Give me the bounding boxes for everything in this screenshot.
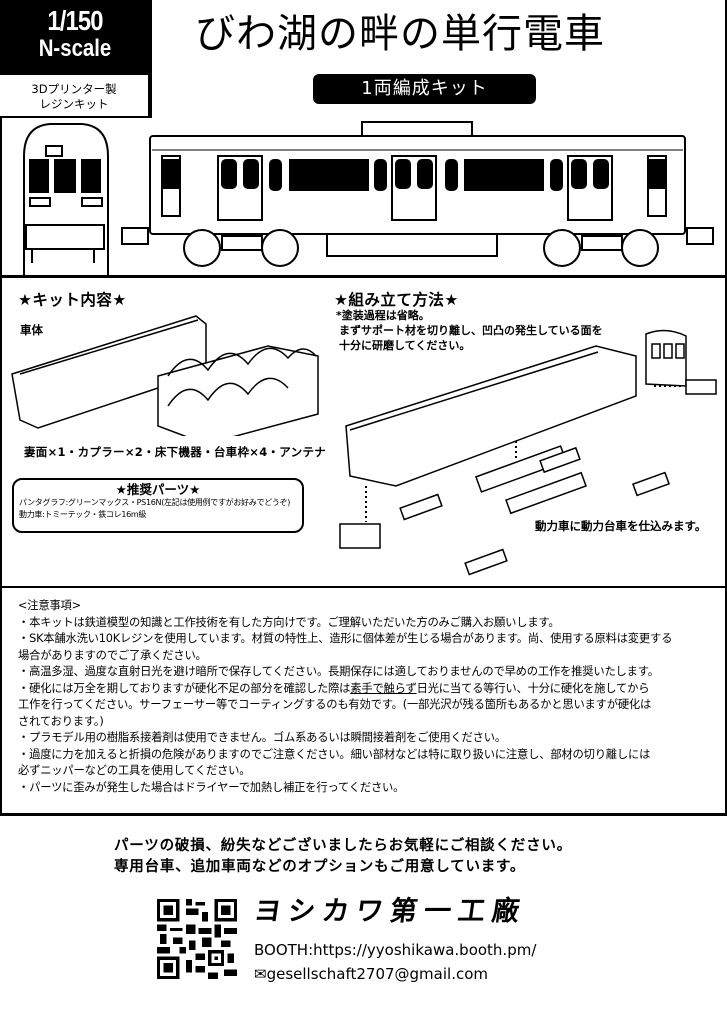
notice-line-part: ・硬化には万全を期しておりますが硬化不足の部分を確認した際は xyxy=(18,681,351,695)
scale-ratio: 1/150 xyxy=(47,5,103,36)
motor-bogie-note: 動力車に動力台車を仕込みます。 xyxy=(535,519,707,533)
kit-parts-illustration xyxy=(11,315,319,436)
assembly-heading: ★組み立て方法★ xyxy=(334,291,459,309)
contents-assembly-section xyxy=(0,278,727,588)
kit-type-label: 3Dプリンター製 レジンキット xyxy=(0,75,150,118)
contact-message: パーツの破損、紛失などございましたらお気軽にご相談ください。 専用台車、追加車両… xyxy=(114,836,572,878)
notice-line: ・パーツに歪みが発生した場合はドライヤーで加熱し補正を行ってください。 xyxy=(18,780,405,794)
contact-line: 専用台車、追加車両などのオプションもご用意しています。 xyxy=(114,859,526,875)
assembly-instructions: *塗装過程は省略。 まずサポート材を切り離し、凹凸の発生している面を 十分に研磨… xyxy=(336,308,603,353)
painting-note: *塗装過程は省略。 xyxy=(336,309,430,322)
train-front-view xyxy=(23,123,109,299)
header-border xyxy=(150,0,727,118)
envelope-icon: ✉ xyxy=(254,965,267,983)
kit-type-line2: レジンキット xyxy=(39,97,109,111)
footer-contact: パーツの破損、紛失などございましたらお気軽にご相談ください。 専用台車、追加車両… xyxy=(0,816,727,1024)
booth-link[interactable]: BOOTH:https://yyoshikawa.booth.pm/ xyxy=(254,941,537,959)
notice-line: 場合がありますのでご了承ください。 xyxy=(18,648,207,662)
notice-line: 工作を行ってください。サーフェーサー等でコーティングするのも有効です。(一部光沢… xyxy=(18,698,652,711)
train-side-view-illustration xyxy=(23,121,714,299)
notice-line-part: 日光に当てる等行い、十分に硬化を施してから xyxy=(416,681,650,695)
instruction-line: 十分に研磨してください。 xyxy=(339,339,471,352)
email-link[interactable]: ✉gesellschaft2707@gmail.com xyxy=(254,964,488,984)
instruction-line: まずサポート材を切り離し、凹凸の発生している面を xyxy=(339,324,603,337)
kit-type-line1: 3Dプリンター製 xyxy=(31,82,117,96)
notice-line: されております。) xyxy=(18,714,104,728)
notice-line: ・高温多湿、過度な直射日光を避け暗所で保存してください。長期保存には適しておりま… xyxy=(18,665,659,678)
contact-line: パーツの破損、紛失などございましたらお気軽にご相談ください。 xyxy=(114,838,572,854)
notice-line: ・硬化には万全を期しておりますが硬化不足の部分を確認した際は素手で触らず日光に当… xyxy=(18,681,709,698)
notices-section: <注意事項> ・本キットは鉄道模型の知識と工作技術を有した方向けです。ご理解いた… xyxy=(0,588,727,816)
scale-name: N-scale xyxy=(38,35,112,62)
underlined-warning: 素手で触らず xyxy=(350,681,417,695)
kit-contents-heading: ★キット内容★ xyxy=(18,291,127,309)
notice-line: ・プラモデル用の樹脂系接着剤は使用できません。ゴム系あるいは瞬間接着剤をご使用く… xyxy=(18,731,506,744)
brand-logo: ヨシカワ第一工廠 xyxy=(251,896,529,927)
scale-badge: 1/150 N-scale xyxy=(0,0,150,75)
body-label: 車体 xyxy=(20,323,43,337)
recommended-part-item: パンタグラフ:グリーンマックス・PS16N(左記は使用例ですがお好みでどうぞ) xyxy=(19,498,291,507)
subtitle-badge: 1両編成キット xyxy=(313,74,536,104)
notice-line: ・SK本舗水洗い10Kレジンを使用しています。材質の特性上、造形に個体差が生じる… xyxy=(18,632,673,645)
recommended-part-item: 動力車:トミーテック・鉄コレ16m級 xyxy=(19,510,147,519)
recommended-parts-heading: ★推奨パーツ★ xyxy=(115,482,201,497)
notices-heading: <注意事項> xyxy=(18,599,81,612)
page-title: びわ湖の畔の単行電車 xyxy=(195,11,605,57)
assembly-exploded-illustration xyxy=(339,329,717,576)
parts-list: 妻面×1・カプラー×2・床下機器・台車枠×4・アンテナ xyxy=(24,445,327,459)
notice-line: ・本キットは鉄道模型の知識と工作技術を有した方向けです。ご理解いただいた方のみご… xyxy=(18,615,560,629)
train-side-view xyxy=(121,121,714,267)
email-address: gesellschaft2707@gmail.com xyxy=(266,965,489,983)
recommended-parts-box: ★推奨パーツ★ パンタグラフ:グリーンマックス・PS16N(左記は使用例ですがお… xyxy=(12,478,304,533)
train-illustration-area xyxy=(0,118,727,299)
notice-line: 必ずニッパーなどの工具を使用してください。 xyxy=(18,764,251,777)
notice-line: ・過度に力を加えると折損の危険がありますのでご注意ください。細い部材などは特に取… xyxy=(18,747,651,761)
qr-code[interactable] xyxy=(157,899,237,979)
